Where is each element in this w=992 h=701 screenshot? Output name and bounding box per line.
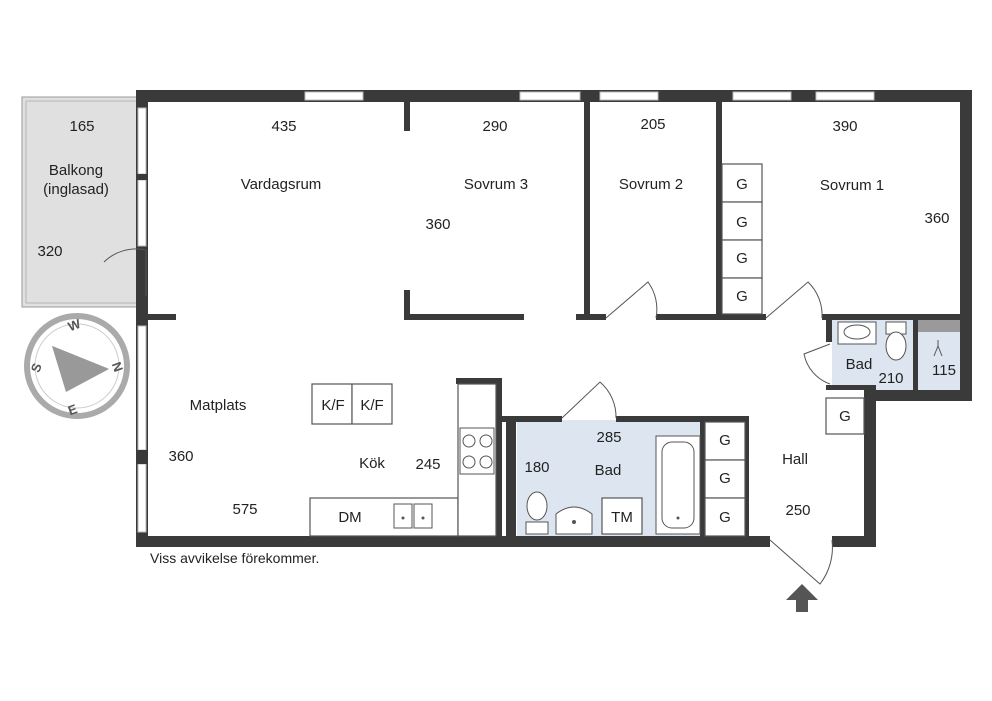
sovrum2-name: Sovrum 2	[619, 176, 683, 193]
balkong-name: Balkong	[49, 162, 103, 179]
compass-west: W	[66, 316, 83, 335]
compass-icon: N S E W	[24, 313, 130, 419]
fridge-freezer-units	[311, 383, 393, 425]
dishwasher-label: DM	[338, 509, 361, 526]
shower-icon	[933, 340, 943, 357]
sovrum1-width: 390	[832, 118, 857, 135]
balkong-depth: 320	[37, 243, 62, 260]
bad-small-name: Bad	[846, 356, 873, 373]
matplats-depth: 360	[168, 448, 193, 465]
wardrobes-hall	[704, 397, 865, 537]
disclaimer: Viss avvikelse förekommer.	[150, 550, 319, 566]
wardrobe-label: G	[719, 509, 731, 526]
sovrum3-name: Sovrum 3	[464, 176, 528, 193]
balkong-subtitle: (inglasad)	[43, 181, 109, 198]
kok-name: Kök	[359, 455, 385, 472]
wardrobe-label: G	[719, 432, 731, 449]
entrance-arrow-icon	[786, 584, 818, 612]
sink-icon	[393, 503, 433, 529]
kitchen-counter-bottom	[309, 497, 459, 537]
sovrum1-depth: 360	[924, 210, 949, 227]
sovrum3-depth: 360	[425, 216, 450, 233]
wardrobe-label: G	[736, 214, 748, 231]
wardrobe-label: G	[736, 288, 748, 305]
hall-name: Hall	[782, 451, 808, 468]
matplats-width: 575	[232, 501, 257, 518]
kok-depth: 245	[415, 456, 440, 473]
fridge-freezer-label: K/F	[321, 397, 344, 414]
sovrum3-width: 290	[482, 118, 507, 135]
washing-machine-label: TM	[611, 509, 633, 526]
wardrobe-label: G	[719, 470, 731, 487]
matplats-name: Matplats	[190, 397, 247, 414]
bad-large-depth: 180	[524, 459, 549, 476]
sovrum2-width: 205	[640, 116, 665, 133]
toilet-icon	[525, 491, 549, 535]
shelf-icon	[918, 320, 960, 332]
wardrobe-label: G	[839, 408, 851, 425]
stove-icon	[459, 427, 495, 475]
washing-machine-box	[601, 497, 643, 535]
bathtub-icon	[655, 435, 701, 535]
vardagsrum-name: Vardagsrum	[241, 176, 322, 193]
bad-small-width: 210	[878, 370, 903, 387]
sovrum1-name: Sovrum 1	[820, 177, 884, 194]
bad-small-depth: 115	[932, 362, 956, 379]
bad-large-name: Bad	[595, 462, 622, 479]
small-bath-sink-icon	[837, 321, 877, 345]
wardrobe-label: G	[736, 250, 748, 267]
vardagsrum-width: 435	[271, 118, 296, 135]
wardrobes-sovrum1	[721, 163, 763, 315]
wardrobe-label: G	[736, 176, 748, 193]
washbasin-icon	[555, 506, 593, 535]
balkong-width: 165	[69, 118, 94, 135]
balcony-area	[21, 96, 141, 308]
small-bath-toilet-icon	[885, 321, 907, 361]
windows	[136, 91, 875, 533]
hall-depth: 250	[785, 502, 810, 519]
fridge-freezer-label: K/F	[360, 397, 383, 414]
doors	[103, 248, 833, 585]
bad-large-width: 285	[596, 429, 621, 446]
